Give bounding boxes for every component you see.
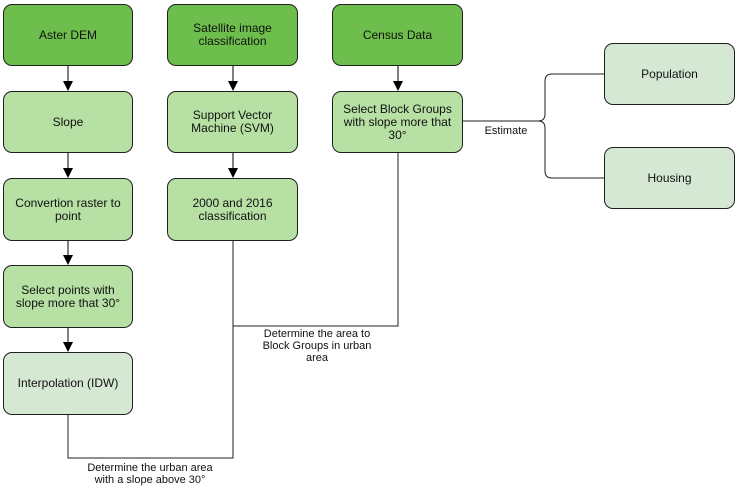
node-slope[interactable]: Slope bbox=[3, 91, 133, 153]
node-census-data[interactable]: Census Data bbox=[332, 4, 463, 66]
node-population[interactable]: Population bbox=[604, 43, 735, 105]
node-conversion-raster-to-point[interactable]: Convertion raster to point bbox=[3, 178, 133, 241]
node-svm[interactable]: Support Vector Machine (SVM) bbox=[167, 91, 298, 153]
node-housing[interactable]: Housing bbox=[604, 147, 735, 209]
connector-select-block-housing bbox=[463, 120, 604, 179]
connector-select-block-population bbox=[463, 73, 604, 122]
node-classification-2000-2016[interactable]: 2000 and 2016 classification bbox=[167, 178, 298, 241]
connector-interpolation-classification bbox=[67, 241, 234, 459]
node-aster-dem[interactable]: Aster DEM bbox=[3, 4, 133, 66]
edge-label-estimate: Estimate bbox=[470, 125, 542, 137]
edge-label-determine-urban-area: Determine the urban area with a slope ab… bbox=[70, 462, 230, 486]
node-interpolation[interactable]: Interpolation (IDW) bbox=[3, 352, 133, 415]
connector-classification-select-block bbox=[232, 153, 399, 327]
node-select-block-groups[interactable]: Select Block Groups with slope more that… bbox=[332, 91, 463, 153]
node-satellite-image-classification[interactable]: Satellite image classification bbox=[167, 4, 298, 66]
node-select-points[interactable]: Select points with slope more that 30° bbox=[3, 265, 133, 328]
edge-label-determine-block-groups: Determine the area to Block Groups in ur… bbox=[252, 328, 382, 364]
